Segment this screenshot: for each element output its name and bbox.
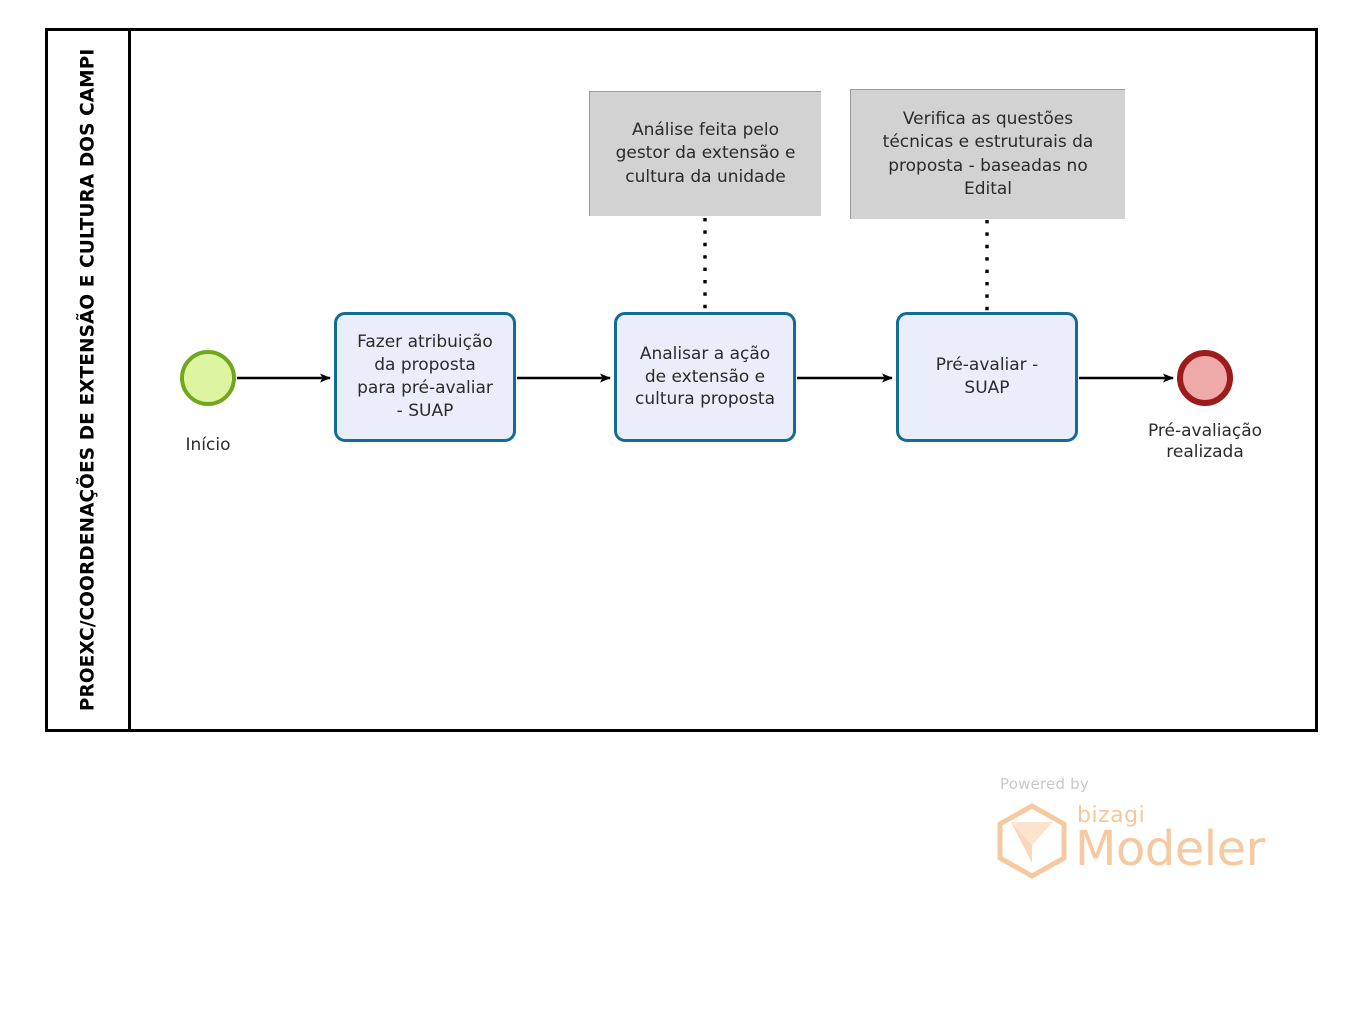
powered-by-label: Powered by xyxy=(1000,775,1089,793)
bizagi-watermark: Powered by bizagi Modeler xyxy=(995,775,1265,885)
bizagi-hexagon-icon xyxy=(997,803,1067,879)
task-fazer-atribuicao[interactable]: Fazer atribuição da proposta para pré-av… xyxy=(334,312,516,442)
start-event-label: Início xyxy=(185,435,231,455)
task-analisar-acao[interactable]: Analisar a ação de extensão e cultura pr… xyxy=(614,312,796,442)
lane-title: PROEXC/COORDENAÇÕES DE EXTENSÃO E CULTUR… xyxy=(77,48,99,712)
lane-header: PROEXC/COORDENAÇÕES DE EXTENSÃO E CULTUR… xyxy=(48,31,131,729)
end-event-label: Pré-avaliação realizada xyxy=(1147,421,1263,463)
annotation-verifica-questoes[interactable]: Verifica as questões técnicas e estrutur… xyxy=(850,89,1125,219)
modeler-product-label: Modeler xyxy=(1075,821,1265,877)
bizagi-brand-label: bizagi xyxy=(1077,803,1146,828)
start-event[interactable] xyxy=(180,350,236,406)
task-pre-avaliar[interactable]: Pré-avaliar - SUAP xyxy=(896,312,1078,442)
annotation-analise-gestor[interactable]: Análise feita pelo gestor da extensão e … xyxy=(589,91,821,216)
end-event[interactable] xyxy=(1177,350,1233,406)
